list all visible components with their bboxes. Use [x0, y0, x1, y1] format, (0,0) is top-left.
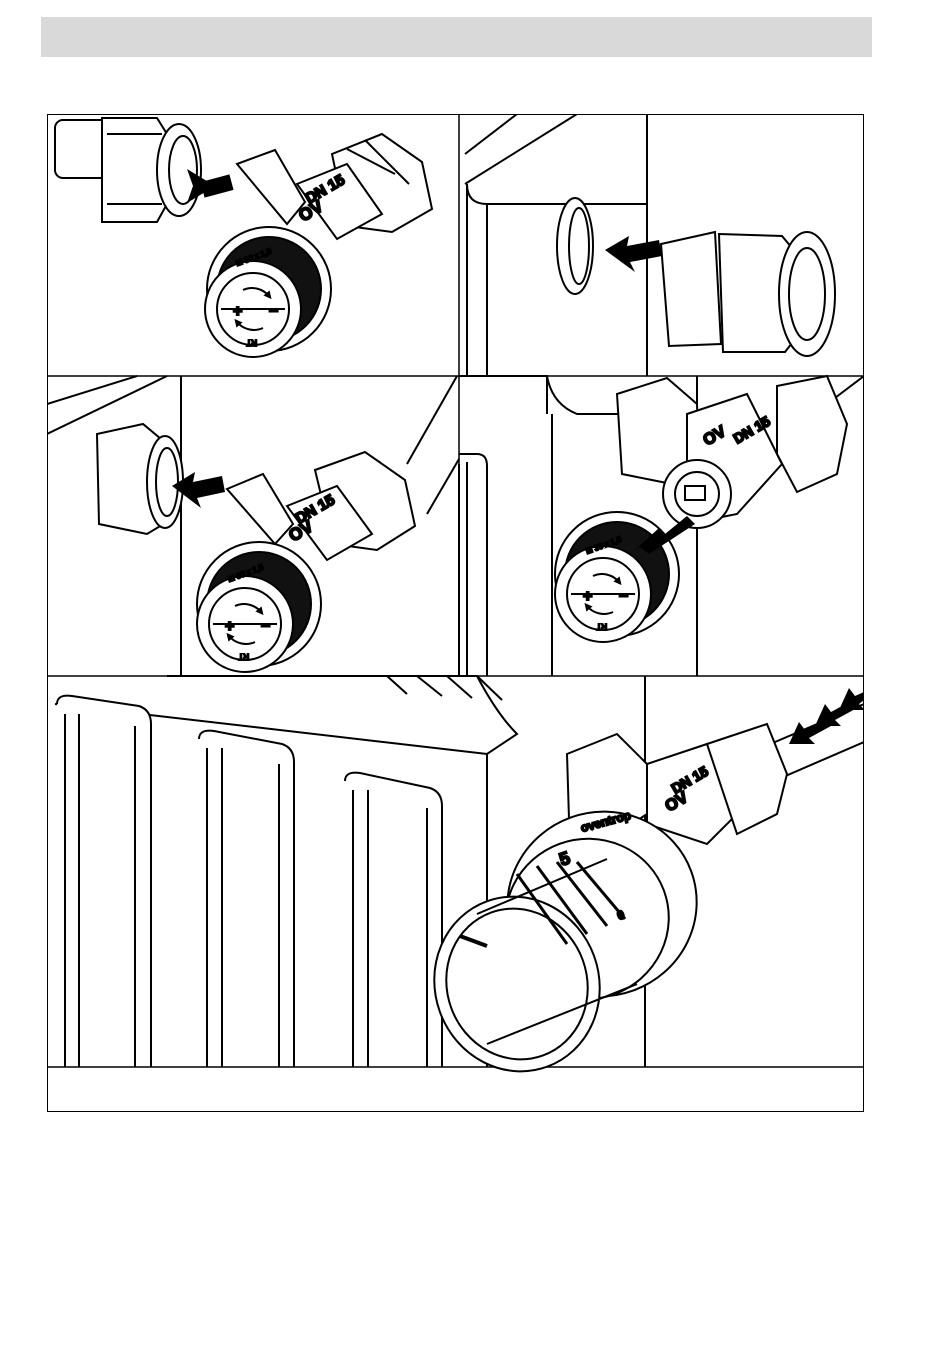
valve-code-label: RT — [596, 622, 607, 631]
valve-plus-symbol: + — [583, 588, 592, 605]
valve-code-label: RT — [246, 338, 257, 347]
panel-5-mounted-thermostat: oventrop 5 0 DN 15 OV — [55, 676, 864, 1095]
push-arrow-shaft — [200, 174, 233, 197]
panel-4-remove-protection-cap: DN 15 OV M 30 x 1,5 + − RT — [459, 376, 864, 676]
valve-plus-symbol: + — [233, 303, 242, 320]
valve-minus-symbol: − — [269, 303, 278, 320]
connector-tail — [55, 118, 201, 222]
panel-1-valve-and-connector: DN 15 OV M 30 x 1,5 + − RT — [55, 118, 432, 357]
valve-minus-symbol: − — [619, 588, 628, 605]
valve-minus-symbol: − — [261, 618, 270, 635]
header-bar — [41, 17, 872, 57]
flow-arrows — [789, 688, 864, 744]
radiator-valve-1 — [205, 134, 432, 357]
installation-figure: DN 15 OV M 30 x 1,5 + − RT — [47, 114, 864, 1112]
caption-row — [47, 1068, 864, 1112]
coupling-nut — [97, 424, 183, 534]
panel-2-radiator-and-tail — [465, 114, 835, 376]
valve-plus-symbol: + — [225, 618, 234, 635]
connector-tail-2 — [661, 232, 835, 356]
panel-3-valve-onto-radiator: DN 15 OV M 30 x 1,5 + − RT — [47, 376, 459, 676]
valve-code-label: RT — [238, 652, 249, 661]
radiator-fins — [57, 696, 442, 1067]
radiator-valve-3 — [197, 376, 459, 672]
radiator-valve-4 — [617, 376, 847, 528]
